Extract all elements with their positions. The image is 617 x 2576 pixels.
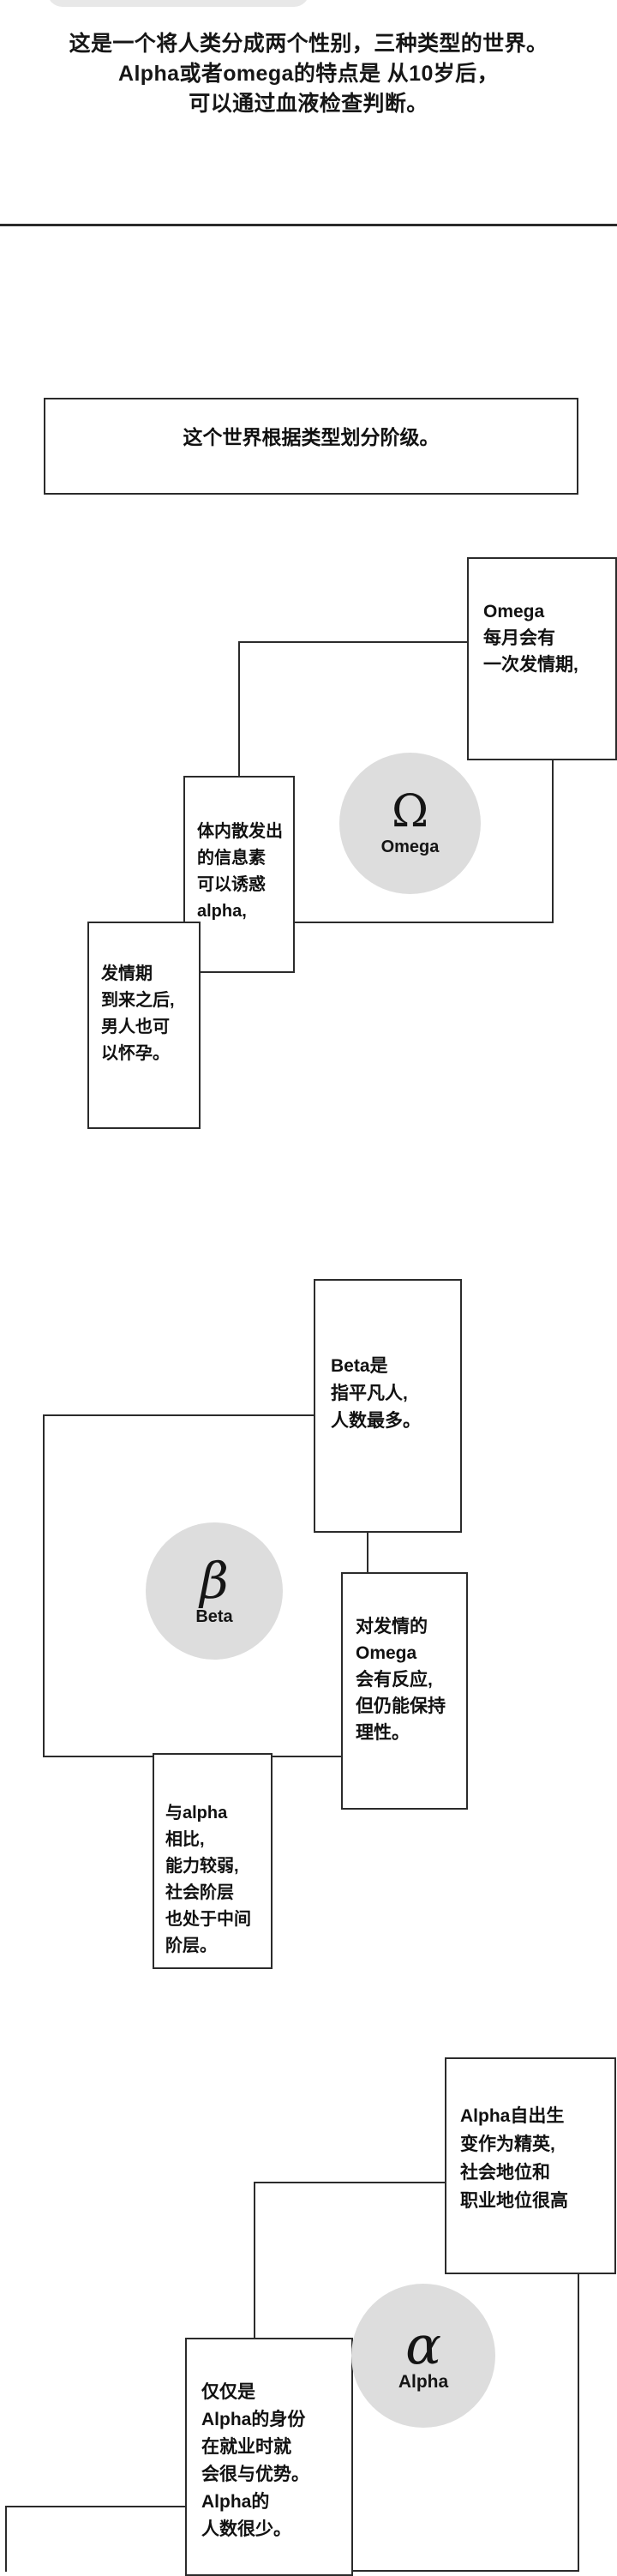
beta-bot-box: 与alpha 相比, 能力较弱, 社会阶层 也处于中间 阶层。 bbox=[153, 1753, 273, 1969]
beta-top-box-text: Beta是 指平凡人, 人数最多。 bbox=[331, 1356, 421, 1431]
alpha-bot-box: 仅仅是 Alpha的身份 在就业时就 会很与优势。 Alpha的 人数很少。 bbox=[185, 2338, 353, 2576]
omega-mid-box: 体内散发出 的信息素 可以诱惑 alpha, bbox=[183, 776, 295, 973]
connector-beta-mid-v bbox=[367, 1531, 368, 1574]
beta-mid-box-text: 对发情的 Omega 会有反应, 但仍能保持 理性。 bbox=[356, 1617, 446, 1743]
connector-omega-top-v bbox=[238, 641, 240, 777]
beta-top-box: Beta是 指平凡人, 人数最多。 bbox=[314, 1279, 462, 1533]
omega-bot-box: 发情期 到来之后, 男人也可 以怀孕。 bbox=[87, 922, 201, 1129]
connector-beta-left-v bbox=[43, 1414, 45, 1757]
connector-alpha-left-v bbox=[254, 2182, 255, 2340]
connector-omega-top-h bbox=[238, 641, 468, 643]
connector-alpha-top-h bbox=[254, 2182, 447, 2183]
intro-line-1: 这是一个将人类分成两个性别，三种类型的世界。 bbox=[69, 32, 548, 56]
beta-bot-box-text: 与alpha 相比, 能力较弱, 社会阶层 也处于中间 阶层。 bbox=[165, 1804, 251, 1955]
alpha-bot-box-text: 仅仅是 Alpha的身份 在就业时就 会很与优势。 Alpha的 人数很少。 bbox=[201, 2382, 309, 2539]
beta-label: Beta bbox=[195, 1606, 233, 1626]
alpha-top-box-text: Alpha自出生 变作为精英, 社会地位和 职业地位很高 bbox=[460, 2106, 568, 2211]
connector-alpha-bottom-v bbox=[5, 2506, 7, 2572]
connector-alpha-bottom-h bbox=[5, 2506, 187, 2507]
alpha-label: Alpha bbox=[398, 2372, 449, 2392]
hierarchy-box-text: 这个世界根据类型划分阶级。 bbox=[183, 426, 440, 448]
hierarchy-box: 这个世界根据类型划分阶级。 bbox=[44, 398, 578, 495]
alpha-top-box: Alpha自出生 变作为精英, 社会地位和 职业地位很高 bbox=[445, 2057, 616, 2274]
connector-beta-top-h bbox=[43, 1414, 315, 1416]
omega-top-box: Omega 每月会有 一次发情期, bbox=[467, 557, 617, 760]
connector-omega-right-v bbox=[552, 759, 554, 923]
omega-type-circle: Ω Omega bbox=[339, 753, 481, 894]
omega-top-box-text: Omega 每月会有 一次发情期, bbox=[483, 602, 578, 675]
section-divider bbox=[0, 224, 617, 226]
alpha-type-circle: α Alpha bbox=[351, 2284, 495, 2428]
beta-mid-box: 对发情的 Omega 会有反应, 但仍能保持 理性。 bbox=[341, 1572, 468, 1810]
connector-alpha-right-v bbox=[578, 2273, 579, 2572]
omega-mid-box-text: 体内散发出 的信息素 可以诱惑 alpha, bbox=[197, 822, 283, 921]
speech-bubble-tail bbox=[47, 0, 309, 7]
alpha-symbol: α bbox=[405, 2314, 441, 2376]
intro-line-2: Alpha或者omega的特点是 从10岁后， bbox=[118, 62, 499, 86]
omega-symbol: Ω bbox=[391, 786, 429, 838]
intro-line-3: 可以通过血液检查判断。 bbox=[189, 92, 428, 116]
connector-alpha-foot-h bbox=[351, 2570, 579, 2572]
omega-bot-box-text: 发情期 到来之后, 男人也可 以怀孕。 bbox=[101, 964, 175, 1063]
omega-label: Omega bbox=[380, 838, 440, 856]
intro-narration: 这是一个将人类分成两个性别，三种类型的世界。 Alpha或者omega的特点是 … bbox=[0, 29, 617, 119]
beta-type-circle: β Beta bbox=[146, 1522, 283, 1660]
beta-symbol: β bbox=[200, 1551, 229, 1610]
connector-omega-bottom-h bbox=[201, 922, 554, 923]
